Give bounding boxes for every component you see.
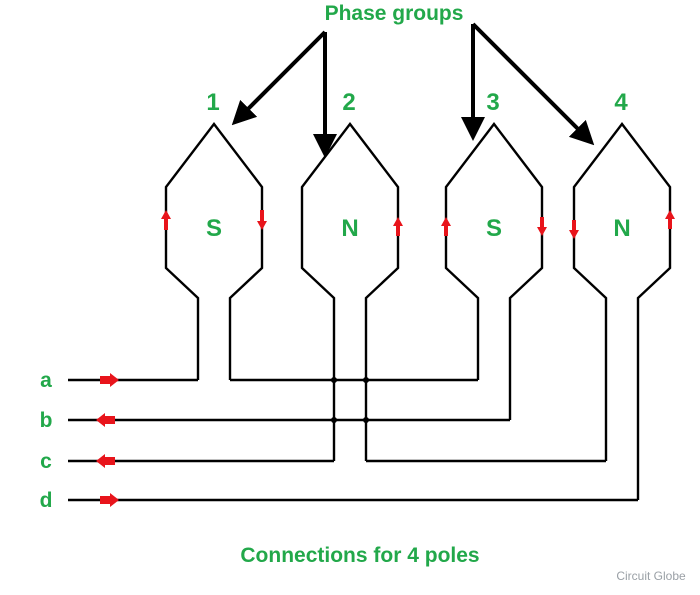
coil-3	[444, 122, 544, 420]
down-arrow-icon	[569, 220, 579, 239]
terminal-label-b: b	[40, 409, 53, 432]
group-number-2: 2	[342, 89, 355, 116]
pointer-arrow-4	[471, 22, 595, 146]
up-arrow-icon	[393, 217, 403, 236]
coil-4	[572, 122, 672, 500]
pole-label-3: S	[486, 215, 502, 242]
pole-label-4: N	[613, 215, 630, 242]
coil-current-arrows	[161, 210, 675, 239]
right-arrow-icon	[100, 373, 119, 387]
group-number-3: 3	[486, 89, 499, 116]
down-arrow-icon	[537, 217, 547, 236]
coil-2	[300, 122, 400, 461]
down-arrow-icon	[257, 210, 267, 230]
group-number-4: 4	[614, 89, 628, 116]
crossover-dot	[363, 417, 369, 423]
up-arrow-icon	[665, 210, 675, 229]
terminal-label-c: c	[40, 450, 52, 473]
left-arrow-icon	[96, 454, 115, 468]
diagram-title: Phase groups	[325, 2, 464, 25]
up-arrow-icon	[441, 217, 451, 236]
terminal-label-a: a	[40, 369, 52, 392]
terminal-arrows	[96, 373, 119, 507]
up-arrow-icon	[161, 210, 171, 230]
title-pointer-arrows	[231, 22, 595, 158]
crossover-dot	[331, 377, 337, 383]
watermark: Circuit Globe	[616, 569, 686, 583]
crossover-dots	[331, 377, 369, 423]
left-arrow-icon	[96, 413, 115, 427]
right-arrow-icon	[100, 493, 119, 507]
pole-label-2: N	[341, 215, 358, 242]
connection-wires	[68, 378, 638, 502]
coil-1	[164, 122, 264, 380]
pointer-arrow-1	[231, 30, 327, 126]
group-number-1: 1	[206, 89, 219, 116]
pole-label-1: S	[206, 215, 222, 242]
crossover-dot	[363, 377, 369, 383]
terminal-label-d: d	[40, 489, 53, 512]
crossover-dot	[331, 417, 337, 423]
diagram-caption: Connections for 4 poles	[240, 544, 479, 567]
